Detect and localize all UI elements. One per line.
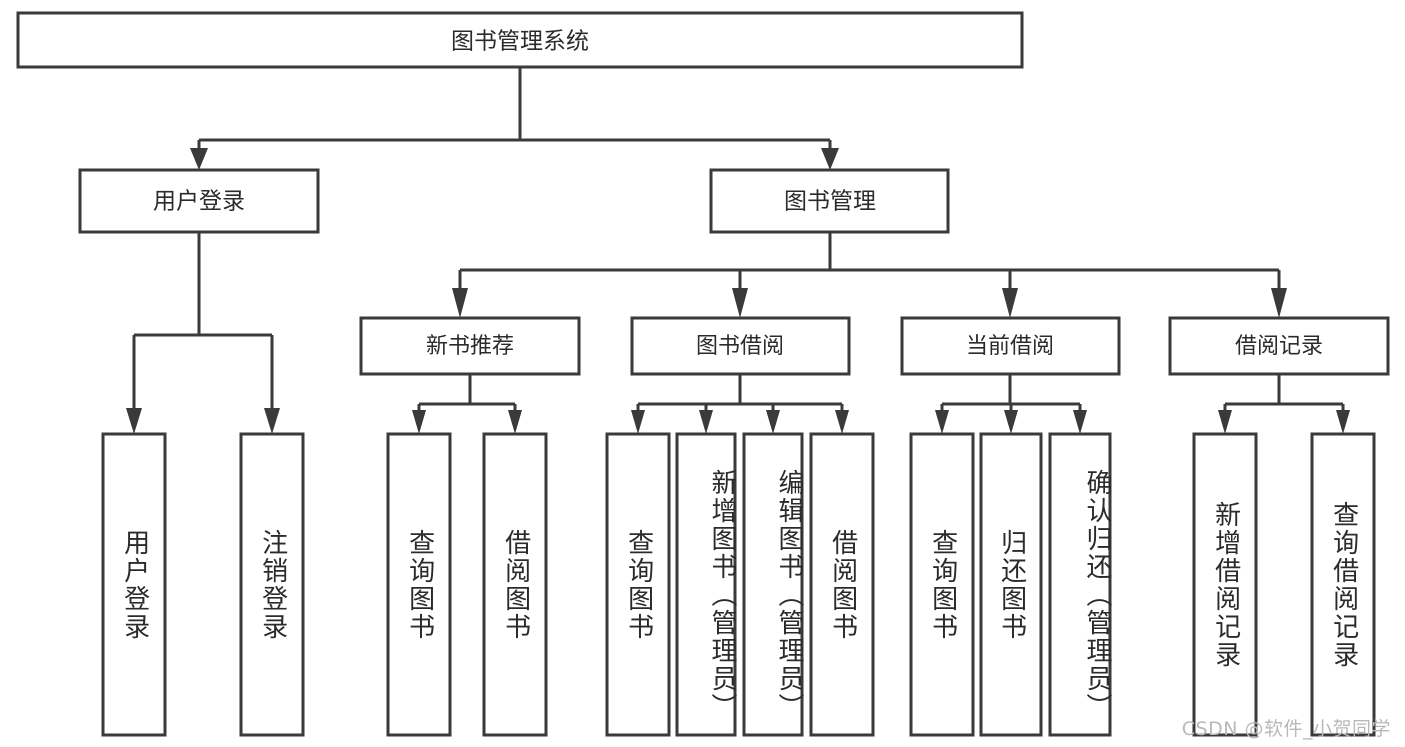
node-leaf-user-login-box[interactable] xyxy=(101,432,167,737)
arrow-head-user-login xyxy=(190,148,208,170)
arrow-head-new-book-rec xyxy=(452,288,468,318)
connector-group xyxy=(126,67,1350,434)
node-book-borrow-label: 图书借阅 xyxy=(696,334,784,359)
node-leaf-return-book-box[interactable] xyxy=(979,432,1043,737)
arrow-head-book-manage xyxy=(821,148,839,170)
arrow-head-leaf-user-login xyxy=(126,408,142,434)
node-leaf-query-record-box[interactable] xyxy=(1310,432,1376,737)
node-borrow-record-box[interactable] xyxy=(1168,316,1390,376)
arrow-head-leaf-query-book-1 xyxy=(412,410,426,434)
node-book-borrow-box[interactable] xyxy=(630,316,851,376)
arrow-head-leaf-borrow-book-2 xyxy=(835,410,849,434)
arrow-head-borrow-record xyxy=(1271,288,1287,318)
node-root-label: 图书管理系统 xyxy=(451,29,589,55)
arrow-head-leaf-add-book xyxy=(699,410,713,434)
node-leaf-confirm-return-box[interactable] xyxy=(1048,432,1112,737)
node-book-borrow[interactable]: 图书借阅 xyxy=(630,316,851,376)
node-root-box[interactable] xyxy=(16,11,1024,69)
watermark-text: CSDN @软件_小贺同学 xyxy=(1181,718,1391,740)
arrow-head-leaf-query-book-3 xyxy=(935,410,949,434)
arrow-head-leaf-return-book xyxy=(1004,410,1018,434)
node-new-book-rec-label: 新书推荐 xyxy=(426,334,514,359)
node-current-borrow[interactable]: 当前借阅 xyxy=(900,316,1121,376)
node-book-manage[interactable]: 图书管理 xyxy=(709,168,950,234)
arrow-head-leaf-query-record xyxy=(1336,410,1350,434)
arrow-head-leaf-borrow-book-1 xyxy=(508,410,522,434)
node-user-login-label: 用户登录 xyxy=(153,189,245,215)
node-user-login[interactable]: 用户登录 xyxy=(78,168,320,234)
node-leaf-query-book-1-box[interactable] xyxy=(386,432,452,737)
node-root[interactable]: 图书管理系统 xyxy=(16,11,1024,69)
arrow-head-book-borrow xyxy=(732,288,748,318)
node-borrow-record-label: 借阅记录 xyxy=(1235,334,1323,359)
node-current-borrow-label: 当前借阅 xyxy=(966,334,1054,359)
arrow-head-leaf-add-record xyxy=(1218,410,1232,434)
node-leaf-query-book-2-box[interactable] xyxy=(605,432,671,737)
arrow-head-leaf-query-book-2 xyxy=(631,410,645,434)
node-leaf-edit-book-box[interactable] xyxy=(742,432,804,737)
node-current-borrow-box[interactable] xyxy=(900,316,1121,376)
node-new-book-rec[interactable]: 新书推荐 xyxy=(359,316,581,376)
node-borrow-record[interactable]: 借阅记录 xyxy=(1168,316,1390,376)
node-user-login-box[interactable] xyxy=(78,168,320,234)
arrow-head-leaf-confirm-return xyxy=(1073,410,1087,434)
node-leaf-borrow-book-1-box[interactable] xyxy=(482,432,548,737)
arrow-head-current-borrow xyxy=(1002,288,1018,318)
node-leaf-query-book-3-box[interactable] xyxy=(909,432,975,737)
node-leaf-borrow-book-2-box[interactable] xyxy=(809,432,875,737)
node-leaf-add-record-box[interactable] xyxy=(1192,432,1258,737)
node-leaf-add-book-box[interactable] xyxy=(675,432,737,737)
node-book-manage-label: 图书管理 xyxy=(784,189,876,215)
leaf-box-group xyxy=(101,432,1376,737)
arrow-head-leaf-edit-book xyxy=(766,410,780,434)
arrow-head-leaf-logout xyxy=(264,408,280,434)
node-new-book-rec-box[interactable] xyxy=(359,316,581,376)
node-leaf-logout-box[interactable] xyxy=(239,432,305,737)
node-book-manage-box[interactable] xyxy=(709,168,950,234)
